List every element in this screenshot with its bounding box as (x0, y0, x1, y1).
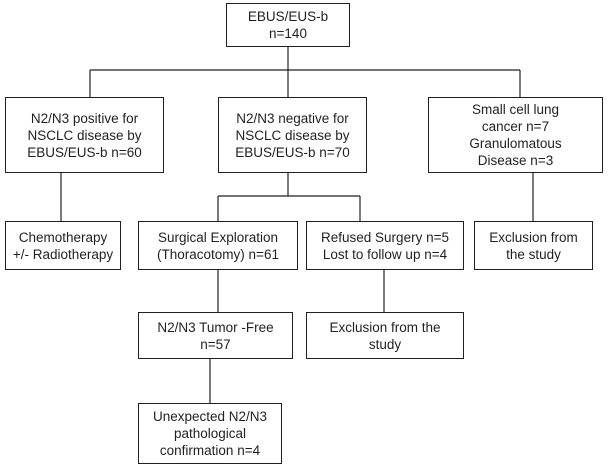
negative-line-1: N2/N3 negative for (236, 110, 349, 126)
small-cell-box: Small cell lung cancer n=7 Granulomatous… (428, 97, 603, 173)
exclusion-right-box: Exclusion from the study (474, 221, 593, 270)
chemo-line-1: Chemotherapy (18, 229, 108, 245)
refused-box: Refused Surgery n=5 Lost to follow up n=… (306, 221, 464, 270)
small-cell-line-4: Disease n=3 (477, 153, 554, 168)
exclusion-mid-line-2: study (368, 336, 402, 352)
positive-line-3: EBUS/EUS-b n=60 (27, 144, 142, 160)
tumor-free-box: N2/N3 Tumor -Free n=57 (138, 312, 293, 359)
exclusion-right-line-1: Exclusion from (489, 229, 578, 245)
tumor-free-line-1: N2/N3 Tumor -Free (157, 319, 274, 335)
positive-line-1: N2/N3 positive for (30, 110, 139, 126)
tumor-free-line-2: n=57 (200, 336, 231, 352)
root-box: EBUS/EUS-b n=140 (226, 3, 350, 47)
unexpected-line-1: Unexpected N2/N3 (152, 409, 268, 424)
exclusion-right-line-2: the study (506, 246, 561, 262)
chemo-line-2: +/- Radiotherapy (12, 246, 114, 262)
root-line-1: EBUS/EUS-b (247, 9, 329, 24)
unexpected-line-2: pathological (173, 426, 247, 441)
negative-line-2: NSCLC disease by (235, 127, 350, 143)
surgical-line-2: (Thoracotomy) n=61 (157, 246, 279, 262)
exclusion-mid-box: Exclusion from the study (306, 312, 464, 359)
negative-line-3: EBUS/EUS-b n=70 (235, 144, 350, 160)
surgical-line-1: Surgical Exploration (157, 229, 279, 245)
small-cell-line-2: cancer n=7 (481, 119, 550, 134)
refused-line-1: Refused Surgery n=5 (321, 229, 449, 245)
positive-box: N2/N3 positive for NSCLC disease by EBUS… (5, 97, 164, 173)
refused-line-2: Lost to follow up n=4 (322, 246, 448, 262)
root-line-2: n=140 (269, 26, 307, 41)
surgical-box: Surgical Exploration (Thoracotomy) n=61 (138, 221, 298, 270)
small-cell-line-1: Small cell lung (471, 102, 560, 117)
positive-line-2: NSCLC disease by (27, 127, 142, 143)
unexpected-box: Unexpected N2/N3 pathological confirmati… (138, 403, 282, 464)
small-cell-line-3: Granulomatous (469, 136, 562, 151)
unexpected-line-3: confirmation n=4 (159, 443, 261, 458)
negative-box: N2/N3 negative for NSCLC disease by EBUS… (218, 97, 367, 173)
chemo-box: Chemotherapy +/- Radiotherapy (5, 221, 121, 270)
exclusion-mid-line-1: Exclusion from the (329, 319, 441, 335)
